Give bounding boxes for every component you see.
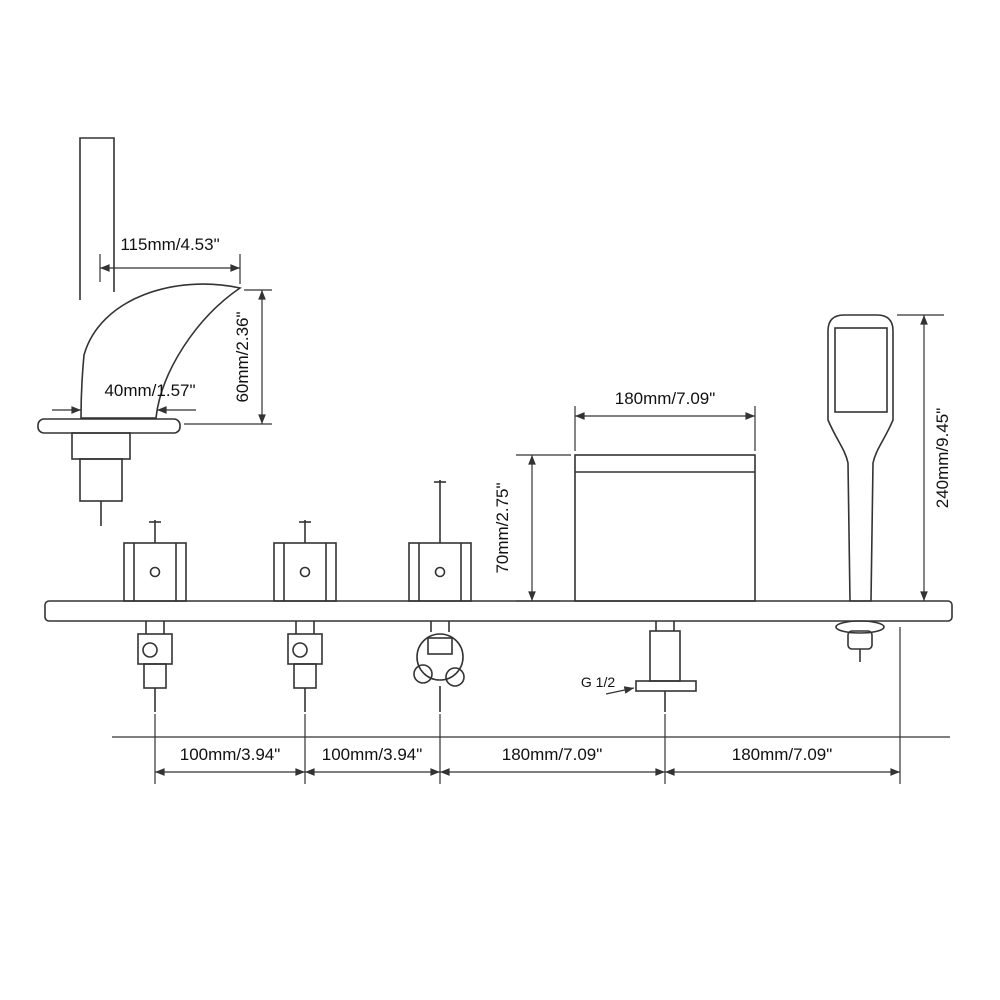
dim-label-tub-spout-height: 70mm/2.75" xyxy=(493,482,512,573)
thread-callout: G 1/2 xyxy=(581,674,635,695)
deck-plate xyxy=(44,600,953,622)
thread-label: G 1/2 xyxy=(581,674,615,690)
dim-spout-reach: 115mm/4.53" xyxy=(99,235,241,284)
dim-label-spout-drop: 60mm/2.36" xyxy=(233,311,252,402)
dim-label-spout-spacing: 180mm/7.09" xyxy=(502,745,603,764)
spout-base-plate xyxy=(37,418,181,434)
dim-label-spout-reach: 115mm/4.53" xyxy=(120,235,219,254)
waterfall-spout xyxy=(37,137,242,526)
dim-label-hand-shower-height: 240mm/9.45" xyxy=(933,408,952,509)
dim-tub-spout-width: 180mm/7.09" xyxy=(574,389,756,451)
dim-label-spout-base: 40mm/1.57" xyxy=(104,381,195,400)
shower-spray-holes xyxy=(834,327,888,413)
hand-shower-body xyxy=(827,314,894,602)
dim-label-shower-spacing: 180mm/7.09" xyxy=(732,745,833,764)
handle-hot xyxy=(123,520,187,712)
spout-column xyxy=(79,137,115,300)
dim-spout-drop: 60mm/2.36" xyxy=(184,289,272,425)
tub-spout xyxy=(574,454,756,602)
spout-mounting-nut xyxy=(71,432,131,460)
dim-label-tub-spout-width: 180mm/7.09" xyxy=(615,389,716,408)
spout-connector xyxy=(635,621,697,712)
handle-diverter xyxy=(408,480,472,712)
dim-tub-spout-height: 70mm/2.75" xyxy=(493,454,571,602)
dim-label-handle-spacing-mid: 100mm/3.94" xyxy=(322,745,423,764)
dim-hand-shower-height: 240mm/9.45" xyxy=(897,314,952,601)
spout-threaded-shank xyxy=(79,458,123,502)
spout-curve-body xyxy=(80,283,242,419)
dim-spout-base: 40mm/1.57" xyxy=(52,381,196,414)
dim-label-handle-spacing-left: 100mm/3.94" xyxy=(180,745,281,764)
hand-shower xyxy=(827,314,894,662)
dim-bottom-chain: 100mm/3.94" 100mm/3.94" 180mm/7.09" 180m… xyxy=(112,627,950,784)
handle-cold xyxy=(273,520,337,712)
